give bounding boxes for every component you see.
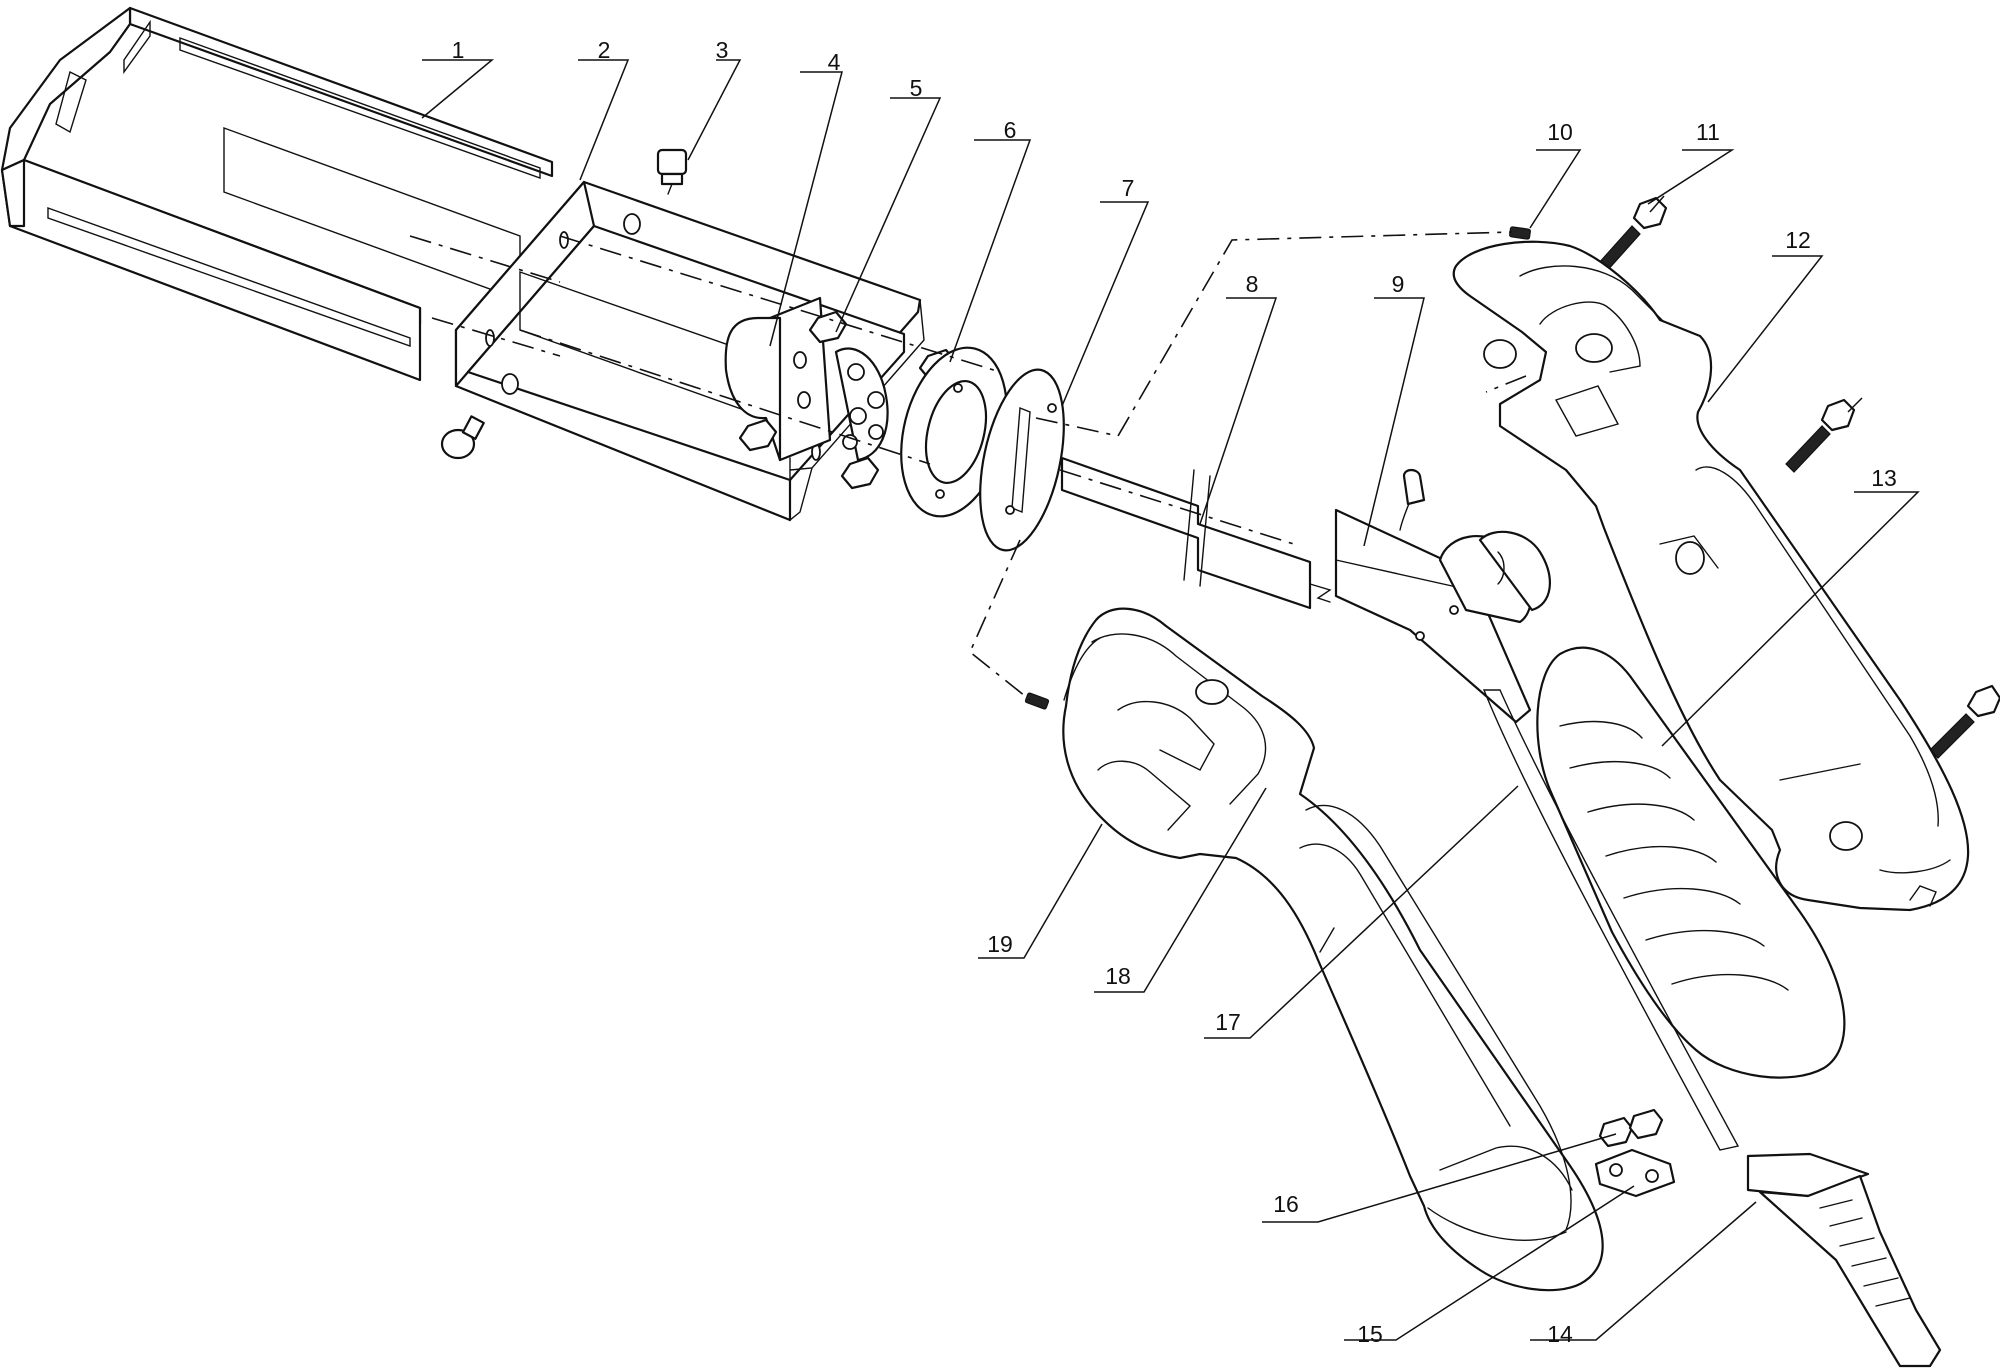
- thread-screw-3-part: [1929, 684, 2000, 759]
- thread-screw-1-part: [1597, 195, 1668, 273]
- heating-strip-part: [1060, 456, 1332, 610]
- handle-shell-left-part: [1062, 607, 1604, 1292]
- callout-2: 2: [598, 37, 611, 63]
- thread-screw-2-part: [1785, 397, 1863, 473]
- callout-5: 5: [910, 75, 923, 101]
- callout-16: 16: [1273, 1191, 1299, 1217]
- callout-4: 4: [828, 49, 841, 75]
- callout-6: 6: [1004, 117, 1017, 143]
- assembly-lines: [409, 231, 1527, 701]
- callout-14: 14: [1547, 1321, 1573, 1347]
- callout-12: 12: [1785, 227, 1811, 253]
- clamp-screws-part: [1598, 1108, 1664, 1148]
- circuit-board-part: [1334, 468, 1551, 724]
- callout-8: 8: [1246, 271, 1259, 297]
- callout-leaders: [421, 59, 1920, 1341]
- callout-15: 15: [1357, 1321, 1383, 1347]
- cable-clamp-part: [1594, 1148, 1676, 1198]
- callout-1: 1: [452, 37, 465, 63]
- rubber-grip-part: [1536, 646, 1846, 1079]
- nozzle-tray-part: [0, 6, 554, 382]
- stud-top-part: [1024, 226, 1531, 710]
- callout-3: 3: [716, 37, 729, 63]
- callout-labels: 1 2 3 4 5 6 7 8 9 10 11 12 13 14 15 16 1…: [452, 37, 1897, 1347]
- mica-disc-part: [979, 368, 1065, 552]
- callout-9: 9: [1392, 271, 1405, 297]
- screw-bottom-part: [440, 415, 485, 460]
- callout-10: 10: [1547, 119, 1573, 145]
- screw-top-part: [656, 148, 688, 195]
- callout-17: 17: [1215, 1009, 1241, 1035]
- callout-7: 7: [1122, 175, 1135, 201]
- power-cable-part: [1482, 689, 1942, 1368]
- handle-shell-right-part: [1452, 240, 1970, 912]
- callout-19: 19: [987, 931, 1013, 957]
- callout-13: 13: [1871, 465, 1897, 491]
- callout-18: 18: [1105, 963, 1131, 989]
- callout-11: 11: [1696, 119, 1720, 145]
- heating-cylinder-part: [724, 296, 889, 462]
